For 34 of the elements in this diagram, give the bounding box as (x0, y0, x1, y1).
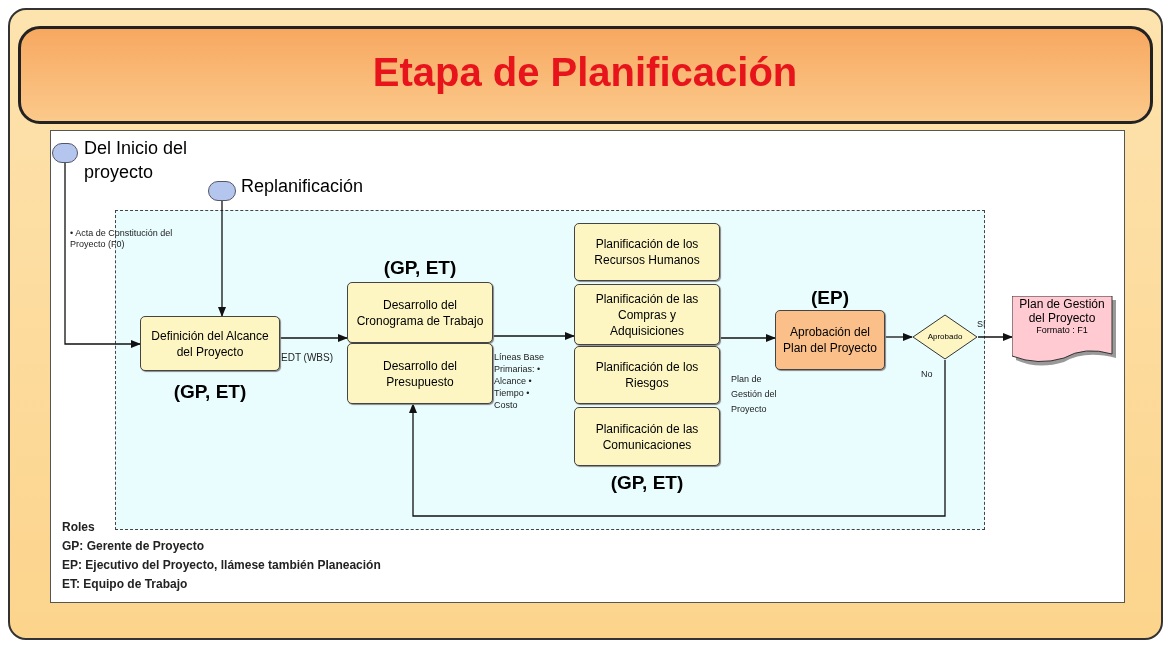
process-box: Desarrollo del Presupuesto (347, 343, 493, 404)
legend-text: GP: Gerente de Proyecto (62, 538, 206, 555)
role-label: Replanificación (241, 175, 365, 198)
role-label: Del Inicio del proyecto (84, 137, 189, 184)
process-box: Planificación de las Comunicaciones (574, 407, 720, 466)
process-box: Planificación de los Riesgos (574, 346, 720, 404)
arrow (409, 359, 946, 517)
process-box: Planificación de los Recursos Humanos (574, 223, 720, 281)
legend-text: ET: Equipo de Trabajo (62, 576, 189, 593)
legend-text: Roles (62, 519, 96, 536)
process-box: Desarrollo del Cronograma de Trabajo (347, 282, 493, 343)
edge-label: Sí (977, 318, 987, 331)
edge-label: Plan de Gestión del Proyecto (731, 373, 778, 416)
arrow (977, 333, 1013, 341)
process-box: Planificación de las Compras y Adquisiciones (574, 284, 720, 345)
arrow (719, 334, 776, 342)
arrow (884, 333, 913, 341)
role-label: (EP) (810, 286, 850, 310)
arrow (279, 334, 348, 342)
role-label: (GP, ET) (609, 471, 685, 495)
process-box: Aprobación del Plan del Proyecto (775, 310, 885, 370)
diagram-title: Etapa de Planificación (371, 49, 799, 96)
edge-label: No (921, 368, 934, 381)
legend-text: EP: Ejecutivo del Proyecto, llámese también Planeación (62, 557, 381, 574)
edge-label: Líneas Base Primarias: • Alcance • Tiempo • Costo (494, 351, 546, 411)
arrow (64, 162, 141, 348)
edge-label: • Acta de Constitución del Proyecto (F0) (70, 228, 174, 250)
role-label: (GP, ET) (172, 380, 248, 404)
decision-diamond: Aprobado (912, 314, 978, 360)
process-box: Definición del Alcance del Proyecto (140, 316, 280, 371)
arrow (218, 200, 226, 317)
arrow (492, 332, 575, 340)
role-label: (GP, ET) (382, 256, 458, 280)
edge-label: EDT (WBS) (281, 351, 335, 365)
